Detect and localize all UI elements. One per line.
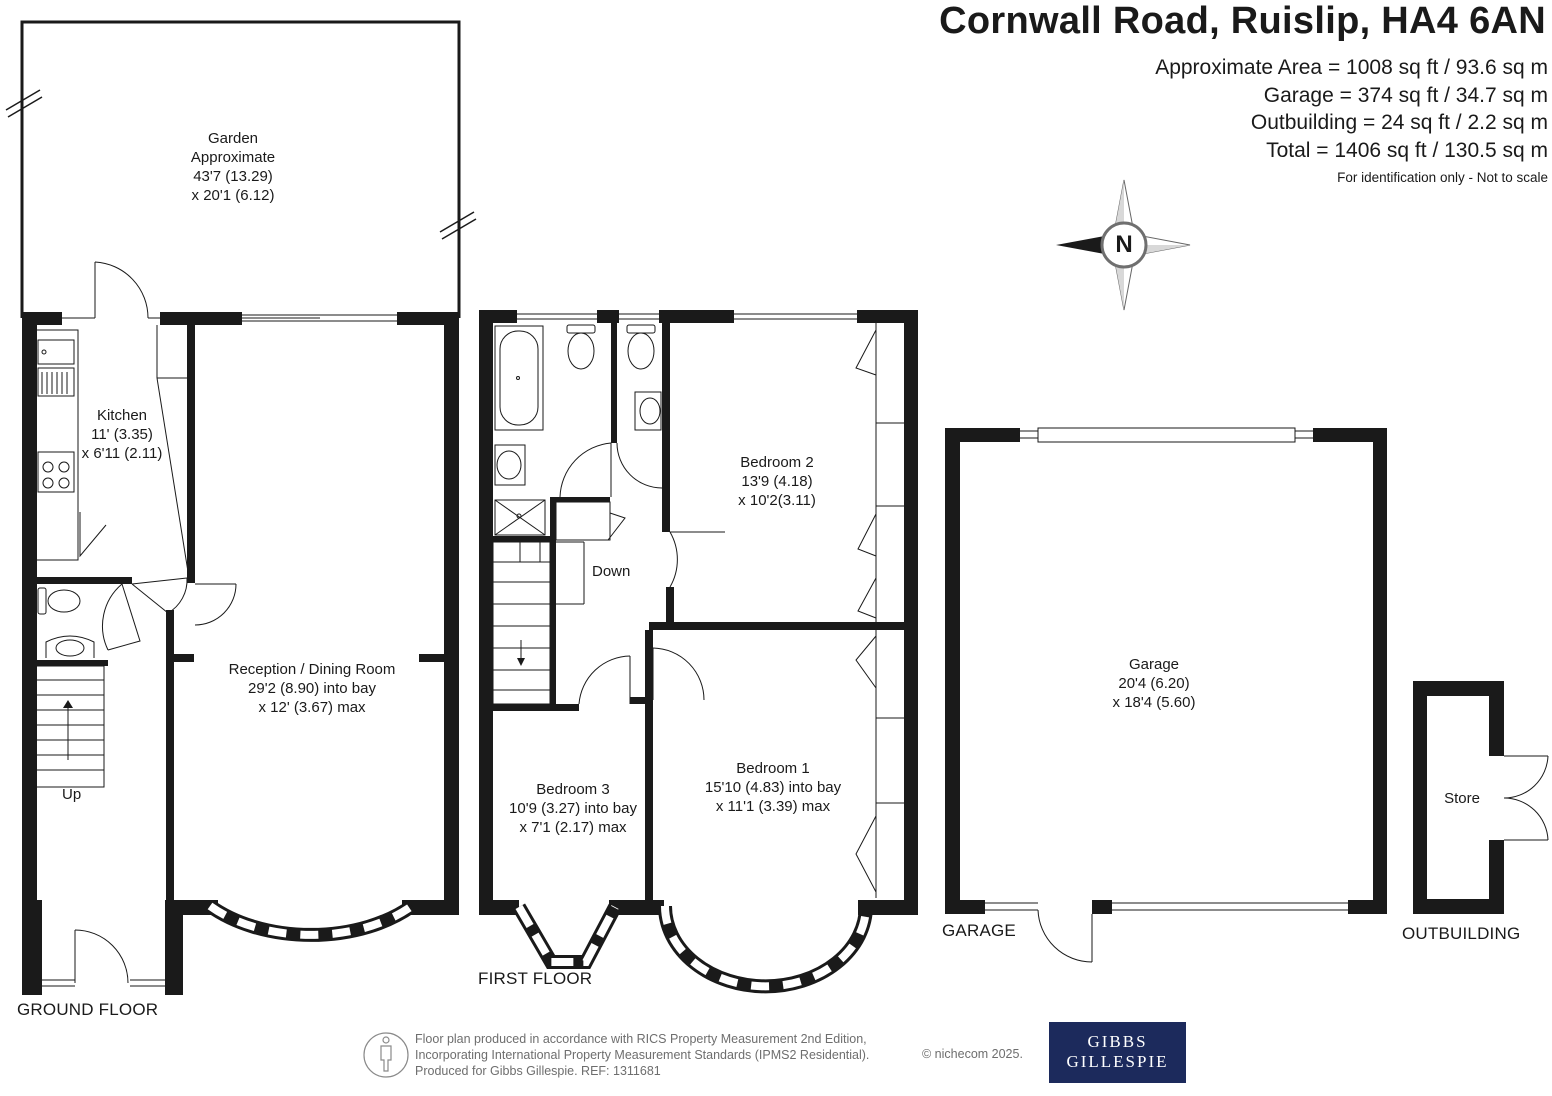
compass-north-letter: N xyxy=(1115,231,1133,258)
hob-icon xyxy=(37,451,75,493)
bedroom1-bay-window xyxy=(658,905,873,994)
garage-area-line: Garage = 374 sq ft / 34.7 sq m xyxy=(1263,83,1548,107)
floor-label-first: FIRST FLOOR xyxy=(478,969,593,988)
toilet-icon xyxy=(37,587,81,615)
total-area-line: Total = 1406 sq ft / 130.5 sq m xyxy=(1266,138,1548,162)
accessibility-person-icon xyxy=(363,1032,409,1078)
floor-label-ground: GROUND FLOOR xyxy=(17,1000,159,1019)
kitchen-sink-icon xyxy=(37,339,75,397)
outbuilding-doors xyxy=(1503,755,1549,841)
floor-label-outbuilding: OUTBUILDING xyxy=(1402,924,1521,943)
scale-disclaimer: For identification only - Not to scale xyxy=(1337,170,1548,185)
bedroom3-bay-window xyxy=(512,903,622,969)
basin-icon xyxy=(45,635,95,658)
stairs-down-arrow xyxy=(517,658,525,666)
garden-outline xyxy=(20,20,461,318)
property-title: Cornwall Road, Ruislip, HA4 6AN xyxy=(939,0,1546,42)
first-floor-fixtures xyxy=(494,324,662,519)
room-label-store: Store xyxy=(1444,790,1480,807)
footer-statement: Floor plan produced in accordance with R… xyxy=(415,1032,870,1078)
ground-floor-walls xyxy=(22,312,459,995)
area-summary: Approximate Area = 1008 sq ft / 93.6 sq … xyxy=(1155,54,1548,164)
first-floor-walls xyxy=(479,310,918,915)
ground-floor-thin-lines xyxy=(37,261,397,987)
approximate-area-line: Approximate Area = 1008 sq ft / 93.6 sq … xyxy=(1155,56,1548,79)
stairs-up-label: Up xyxy=(62,786,82,803)
stairs-down-label: Down xyxy=(592,563,631,580)
footer-copyright: © nichecom 2025. xyxy=(922,1047,1023,1061)
garage-walls xyxy=(945,428,1387,914)
outbuilding-area-line: Outbuilding = 24 sq ft / 2.2 sq m xyxy=(1250,111,1548,134)
stairs-up-arrow xyxy=(63,700,73,708)
garage-thin-lines xyxy=(985,427,1348,963)
floor-label-garage: GARAGE xyxy=(942,921,1016,940)
compass-rose-icon xyxy=(1056,179,1191,311)
outbuilding-walls xyxy=(1413,681,1504,914)
gibbs-gillespie-logo: GIBBS GILLESPIE xyxy=(1049,1022,1186,1083)
first-floor-thin-lines xyxy=(492,313,904,898)
garden-break-marks xyxy=(5,89,477,240)
reception-bay-window xyxy=(205,900,417,942)
